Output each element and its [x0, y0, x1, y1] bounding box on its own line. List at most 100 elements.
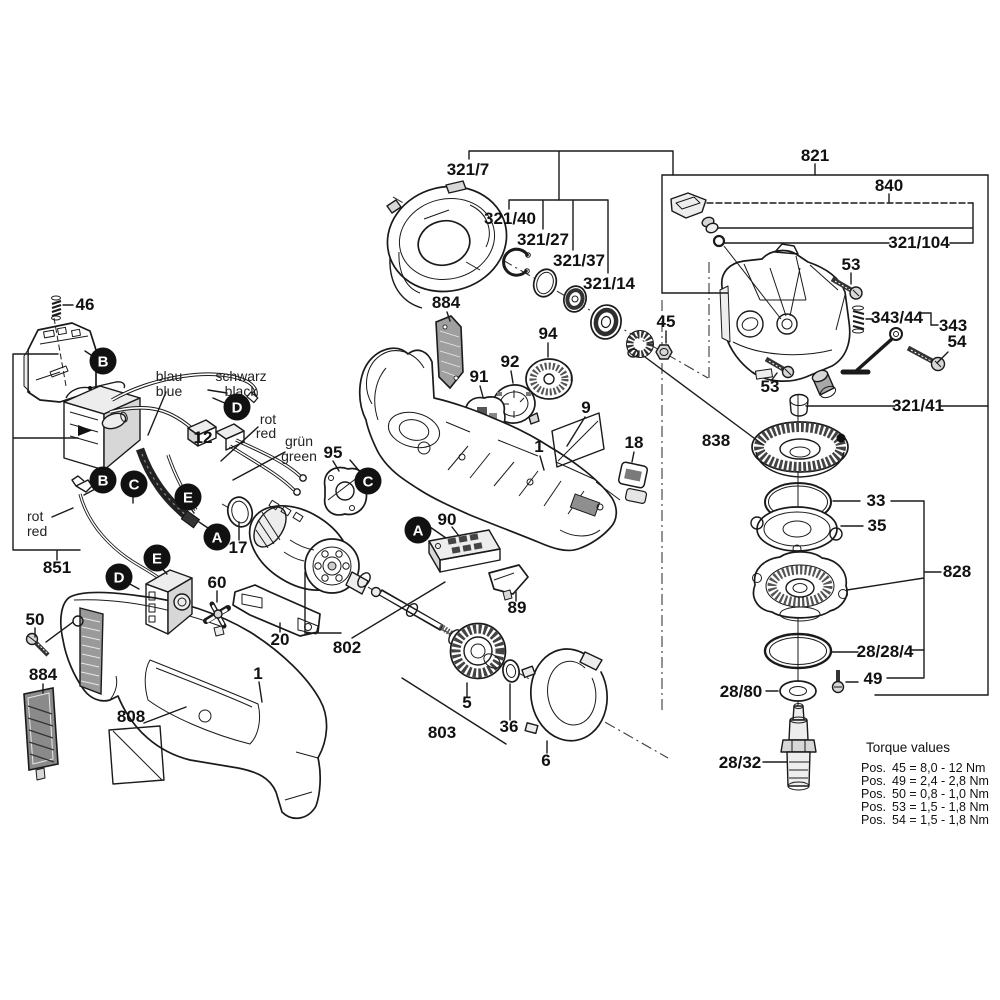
- clamp-60: [203, 601, 231, 637]
- label-89: 89: [508, 598, 527, 617]
- motor-armature: [248, 499, 360, 594]
- circlip: [502, 247, 531, 277]
- callout-c-2: C: [354, 467, 382, 495]
- label-802: 802: [333, 638, 361, 657]
- callout-a-1: A: [203, 523, 231, 551]
- label-91: 91: [470, 367, 489, 386]
- bearing-small: [563, 285, 587, 313]
- torque-row-pos: Pos.: [861, 761, 886, 775]
- spindle-28-32: [780, 703, 817, 791]
- label-343: 343: [939, 316, 967, 335]
- detent-spring: [852, 305, 865, 334]
- aux-handle-bar-20: [232, 584, 321, 637]
- label-33: 33: [867, 491, 886, 510]
- bearing-large: [590, 304, 622, 340]
- spring-46: [51, 295, 62, 321]
- lock-sleeve: [701, 216, 719, 234]
- label-95: 95: [324, 443, 343, 462]
- wire-red-green: [229, 438, 307, 496]
- callout-b-1: B: [89, 347, 117, 375]
- callout-letter: B: [98, 354, 109, 371]
- label-1-bottom: 1: [253, 664, 262, 683]
- housing-clamshell-1: [358, 347, 621, 552]
- mounting-plate: [23, 317, 97, 403]
- wedge-89: [488, 564, 529, 601]
- spindle-column-group: [750, 393, 849, 791]
- field-housing-group: [358, 315, 649, 552]
- label-884-top: 884: [432, 293, 461, 312]
- cover-plate-35: [750, 506, 843, 554]
- label-803: 803: [428, 723, 456, 742]
- callout-letter: B: [98, 473, 109, 490]
- torque-row-value: 53 = 1,5 - 1,8 Nm: [892, 800, 989, 814]
- callout-letter: D: [232, 400, 243, 417]
- power-cable: [135, 447, 201, 529]
- label-321-41: 321/41: [892, 396, 944, 415]
- callout-a-2: A: [404, 516, 432, 544]
- label-94: 94: [539, 324, 558, 343]
- torque-row-value: 49 = 2,4 - 2,8 Nm: [892, 774, 989, 788]
- label-54: 54: [948, 332, 967, 351]
- torque-row-pos: Pos.: [861, 787, 886, 801]
- label-1-center: 1: [534, 437, 543, 456]
- wire-label-rot2: rot: [27, 508, 43, 524]
- label-45: 45: [657, 312, 676, 331]
- callout-letter: A: [413, 523, 424, 540]
- switch-group-bracket: [12, 353, 81, 561]
- callout-d-2: D: [105, 563, 133, 591]
- label-343-44: 343/44: [871, 308, 924, 327]
- screw-53-lower: [764, 356, 795, 379]
- callout-letter: A: [212, 530, 223, 547]
- sticker-808: [108, 725, 165, 785]
- callout-c-1: C: [120, 470, 148, 498]
- fan-94: [525, 358, 573, 400]
- bearing-flange-828: [752, 551, 848, 622]
- label-17: 17: [229, 538, 248, 557]
- switch-e2: [145, 569, 193, 635]
- label-18: 18: [625, 433, 644, 452]
- label-321-37: 321/37: [553, 251, 605, 270]
- lock-button: [811, 369, 837, 399]
- torque-row-value: 54 = 1,5 - 1,8 Nm: [892, 813, 989, 827]
- wire-label-rot: rot: [260, 411, 276, 427]
- spindle-nut: [655, 344, 673, 360]
- wire-label-red: red: [256, 425, 276, 441]
- label-321-104: 321/104: [888, 233, 950, 252]
- label-36: 36: [500, 717, 519, 736]
- label-90: 90: [438, 510, 457, 529]
- callout-letter: C: [363, 474, 374, 491]
- wire-label-blue: blue: [156, 383, 183, 399]
- button-18: [617, 461, 649, 504]
- screw-53-upper: [830, 276, 863, 300]
- label-851: 851: [43, 558, 71, 577]
- wire-label-red2: red: [27, 523, 47, 539]
- wheel-guard-group: [386, 180, 673, 360]
- collar-nut: [789, 393, 809, 417]
- callout-letter: E: [152, 551, 162, 568]
- label-821: 821: [801, 146, 829, 165]
- torque-row-value: 50 = 0,8 - 1,0 Nm: [892, 787, 989, 801]
- callout-b-2: B: [89, 466, 117, 494]
- bushing-802: [345, 571, 382, 598]
- label-884-bottom: 884: [29, 665, 58, 684]
- gear-head-group: [670, 192, 946, 399]
- label-28-28-4: 28/28/4: [857, 642, 914, 661]
- shaft-803: [378, 588, 462, 645]
- sticker-9: [551, 412, 605, 468]
- assembly-callouts: B D B C E A E D C A: [89, 347, 432, 591]
- label-321-14: 321/14: [583, 274, 636, 293]
- module-90: [428, 529, 501, 573]
- wire-label-green: green: [281, 448, 317, 464]
- label-50: 50: [26, 610, 45, 629]
- brush-plate-884: [435, 315, 464, 390]
- gear-head-box-outline: [661, 174, 989, 696]
- label-28-32: 28/32: [719, 753, 762, 772]
- spacer-ring: [532, 268, 558, 298]
- torque-row-pos: Pos.: [861, 774, 886, 788]
- callout-letter: C: [129, 477, 140, 494]
- label-838: 838: [702, 431, 730, 450]
- clamp-ring-6: [521, 648, 608, 742]
- orientation-dot: [836, 433, 846, 443]
- label-5: 5: [462, 693, 471, 712]
